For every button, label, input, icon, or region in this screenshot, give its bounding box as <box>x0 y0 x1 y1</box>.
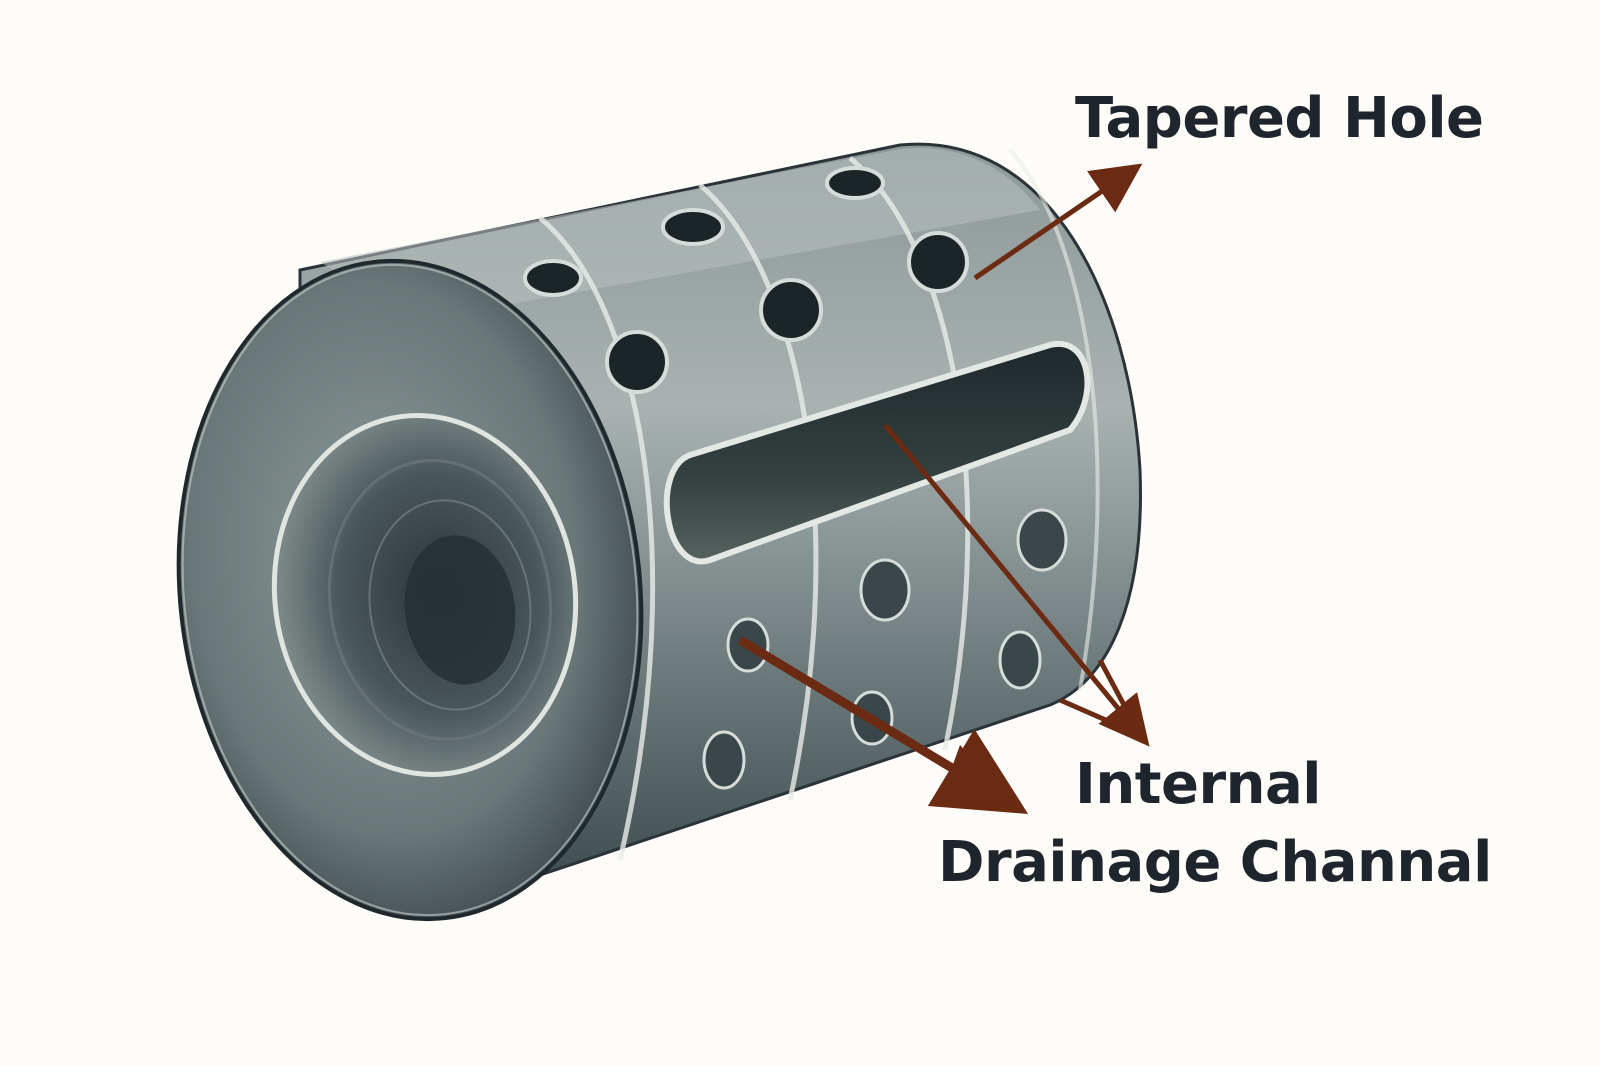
annotation-arrows <box>737 163 1150 814</box>
drainage-channel-label-line1: Internal <box>1075 752 1321 817</box>
channel-arrow-mid-head <box>1058 658 1146 741</box>
channel-arrow-upper <box>883 423 1150 747</box>
perforation-holes <box>523 166 1068 790</box>
drainage-channel-label-line2: Drainage Channal <box>938 830 1492 895</box>
drainage-slot <box>663 340 1091 565</box>
tapered-hole-arrow <box>973 163 1143 281</box>
channel-arrow-lower-head <box>940 745 1015 805</box>
drainage-channel-label: Internal Drainage Channal <box>938 746 1492 902</box>
tapered-hole-label: Tapered Hole <box>1075 86 1484 151</box>
bore-opening <box>271 413 579 777</box>
